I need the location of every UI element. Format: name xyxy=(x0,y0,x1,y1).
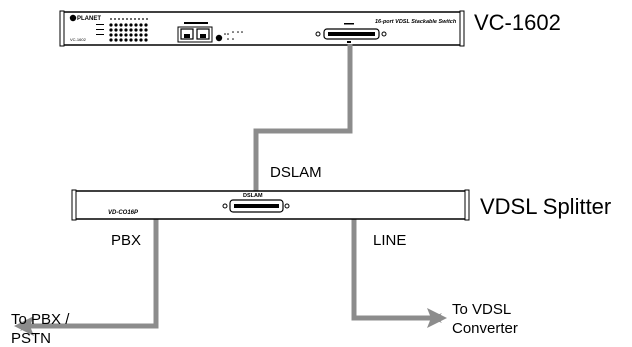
vdsl-destination-line1: To VDSL xyxy=(452,301,511,318)
switch-title: VC-1602 xyxy=(474,10,561,35)
splitter-connector-label: DSLAM xyxy=(243,193,263,199)
vdsl-splitter: VD-CO16P DSLAM xyxy=(72,190,469,220)
pbx-link-label: PBX xyxy=(111,232,141,249)
switch-description: 16-port VDSL Stackable Switch xyxy=(375,19,457,25)
line-link-label: LINE xyxy=(373,232,406,249)
splitter-title: VDSL Splitter xyxy=(480,194,611,219)
pbx-destination-line1: To PBX / xyxy=(11,311,70,328)
dslam-link-label: DSLAM xyxy=(270,164,322,181)
splitter-panel-model: VD-CO16P xyxy=(108,210,139,216)
vdsl-destination-line2: Converter xyxy=(452,320,518,337)
splitter-telco-connector xyxy=(223,200,289,212)
cables xyxy=(30,44,432,326)
vc1602-switch: PLANET VC-1602 xyxy=(60,11,464,46)
switch-panel-model: VC-1602 xyxy=(70,37,87,42)
pbx-destination-line2: PSTN xyxy=(11,330,51,347)
console-port-icon xyxy=(216,35,222,41)
brand-label: PLANET xyxy=(77,16,101,22)
